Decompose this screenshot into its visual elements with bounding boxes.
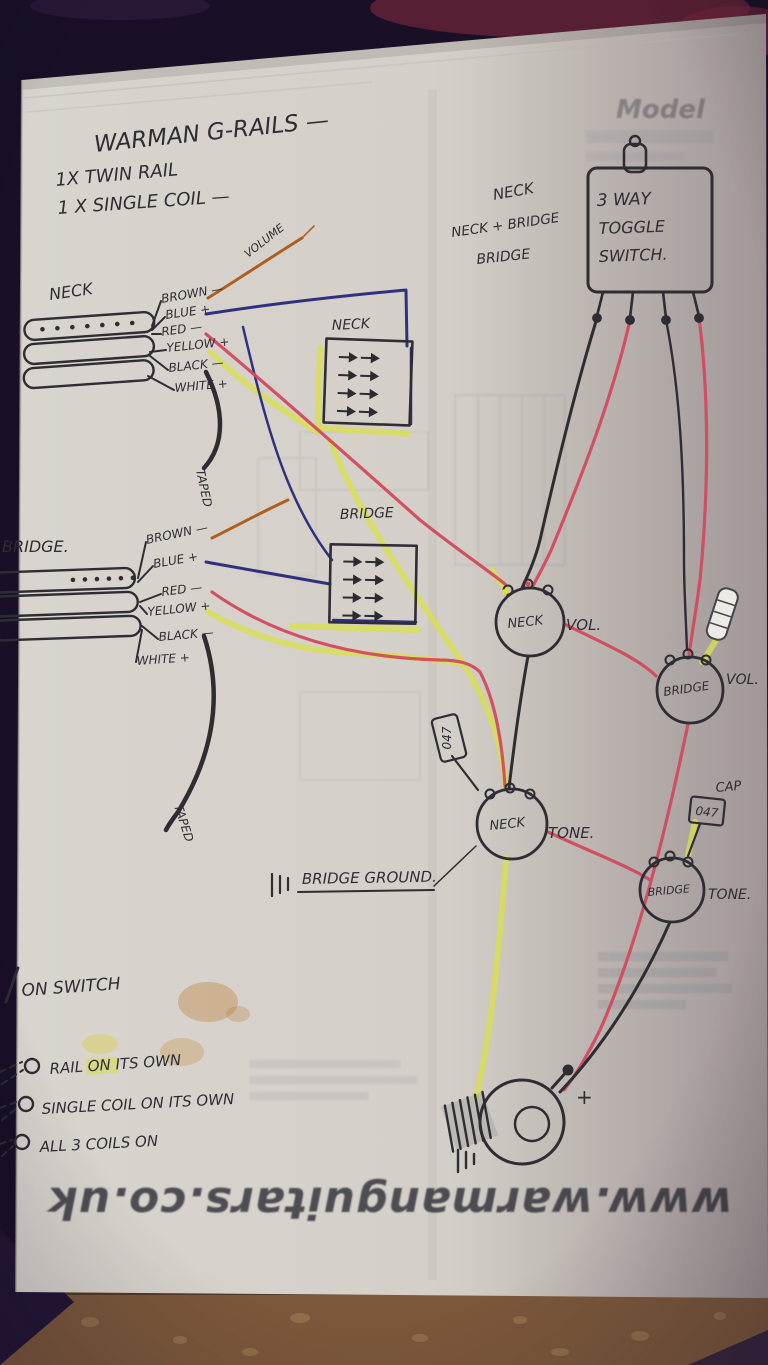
diagram-canvas: Model www.warmanguitars.co.uk [0, 0, 768, 1365]
photo-of-wiring-diagram: Model www.warmanguitars.co.uk [0, 0, 768, 1365]
photo-vignette [0, 0, 768, 1365]
